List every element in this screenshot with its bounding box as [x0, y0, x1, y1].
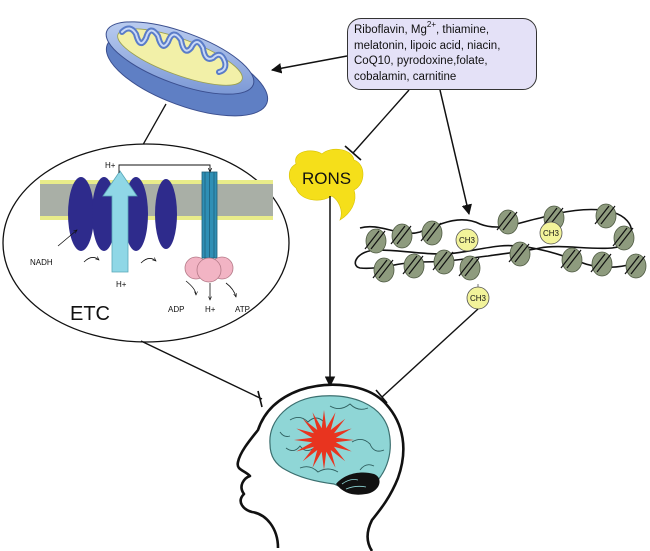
dna-wrap	[370, 230, 386, 250]
dna-wrap	[408, 255, 424, 275]
dna-wrap	[612, 227, 628, 247]
dna-wrap	[378, 259, 394, 279]
dna-wrap	[438, 251, 454, 271]
dna-wrap	[630, 255, 646, 275]
dna-wrap	[426, 222, 442, 242]
proton-atp-label: H+	[205, 305, 216, 314]
mitochondrion	[105, 21, 269, 117]
nadh-label: NADH	[30, 258, 53, 267]
proton-top-label: H+	[105, 161, 116, 170]
supplements-line-2: melatonin, lipoic acid, niacin,	[354, 39, 501, 52]
dna-wrap	[402, 255, 418, 275]
methyl-group-2: CH3	[539, 221, 563, 245]
chromatin: CH3 CH3 CH3	[354, 203, 647, 310]
nucleosome	[591, 251, 613, 277]
dna-wrap	[514, 243, 530, 263]
complex-i	[68, 177, 94, 251]
methyl-1-label: CH3	[459, 236, 476, 245]
nucleosome-group	[364, 203, 647, 283]
cerebellum	[336, 472, 380, 495]
adp-label: ADP	[168, 305, 184, 314]
nucleosome	[391, 223, 413, 249]
supplements-line-3: CoQ10, pyrodoxine,folate,	[354, 55, 488, 67]
head-brain	[236, 383, 405, 551]
nucleosome	[365, 228, 387, 254]
methyl-3-label: CH3	[470, 294, 487, 303]
dna-wrap	[458, 257, 474, 277]
supplements-line-4: cobalamin, carnitine	[354, 70, 457, 83]
dna-wrap	[618, 227, 634, 247]
nucleosome	[497, 209, 519, 235]
etc-inhibits-brain	[140, 340, 263, 408]
proton-gradient-arrow	[102, 170, 138, 273]
mitochondrion-etc-connector	[139, 103, 167, 151]
dna-wrap	[596, 253, 612, 273]
rons-bubble: RONS	[288, 148, 364, 221]
supplements-box: Riboflavin, Mg2+, thiamine, melatonin, l…	[347, 18, 537, 90]
dna-wrap	[508, 243, 524, 263]
atp-label: ATP	[235, 305, 250, 314]
methyl-group-1: CH3	[455, 228, 479, 252]
dna-wrap	[396, 225, 412, 245]
methyl-2-label: CH3	[543, 229, 560, 238]
etc-title: ETC	[70, 303, 110, 325]
dna-wrap	[594, 205, 610, 225]
dna-wrap	[590, 253, 606, 273]
dna-wrap	[372, 259, 388, 279]
supplements-to-mitochondrion-arrow	[270, 55, 348, 74]
supplements-line-1: Riboflavin, Mg2+, thiamine,	[354, 20, 490, 37]
nucleosome	[561, 247, 583, 273]
dna-wrap	[390, 225, 406, 245]
dna-wrap	[420, 222, 436, 242]
brain-folds	[279, 403, 385, 473]
nucleosome	[625, 253, 647, 279]
nucleosome	[373, 257, 395, 283]
nucleosome	[421, 220, 443, 246]
nucleosome	[403, 253, 425, 279]
chromatin-inhibits-brain	[375, 308, 479, 404]
nucleosome	[595, 203, 617, 229]
etc-panel: ETC NADH H+ H+ ADP H+ ATP	[2, 143, 290, 343]
nucleosome	[509, 241, 531, 267]
nucleosome	[433, 249, 455, 275]
rons-label: RONS	[302, 169, 351, 188]
proton-flow-line	[118, 164, 210, 173]
complex-iv	[155, 179, 177, 249]
brain-lesion-icon	[294, 410, 354, 470]
dna-wrap	[566, 249, 582, 269]
nucleosome	[459, 255, 481, 281]
supplements-inhibit-rons	[344, 89, 410, 161]
dna-wrap	[560, 249, 576, 269]
supplements-to-chromatin-arrow	[439, 89, 472, 216]
dna-wrap	[464, 257, 480, 277]
dna-wrap	[502, 211, 518, 231]
dna-wrap	[624, 255, 640, 275]
proton-bottom-label: H+	[116, 280, 127, 289]
dna-wrap	[496, 211, 512, 231]
dna-wrap	[600, 205, 616, 225]
nucleosome	[613, 225, 635, 251]
methyl-group-3: CH3	[466, 284, 490, 310]
dna-wrap	[432, 251, 448, 271]
dna-wrap	[542, 207, 558, 227]
dna-strand	[354, 208, 641, 270]
dna-wrap	[364, 230, 380, 250]
